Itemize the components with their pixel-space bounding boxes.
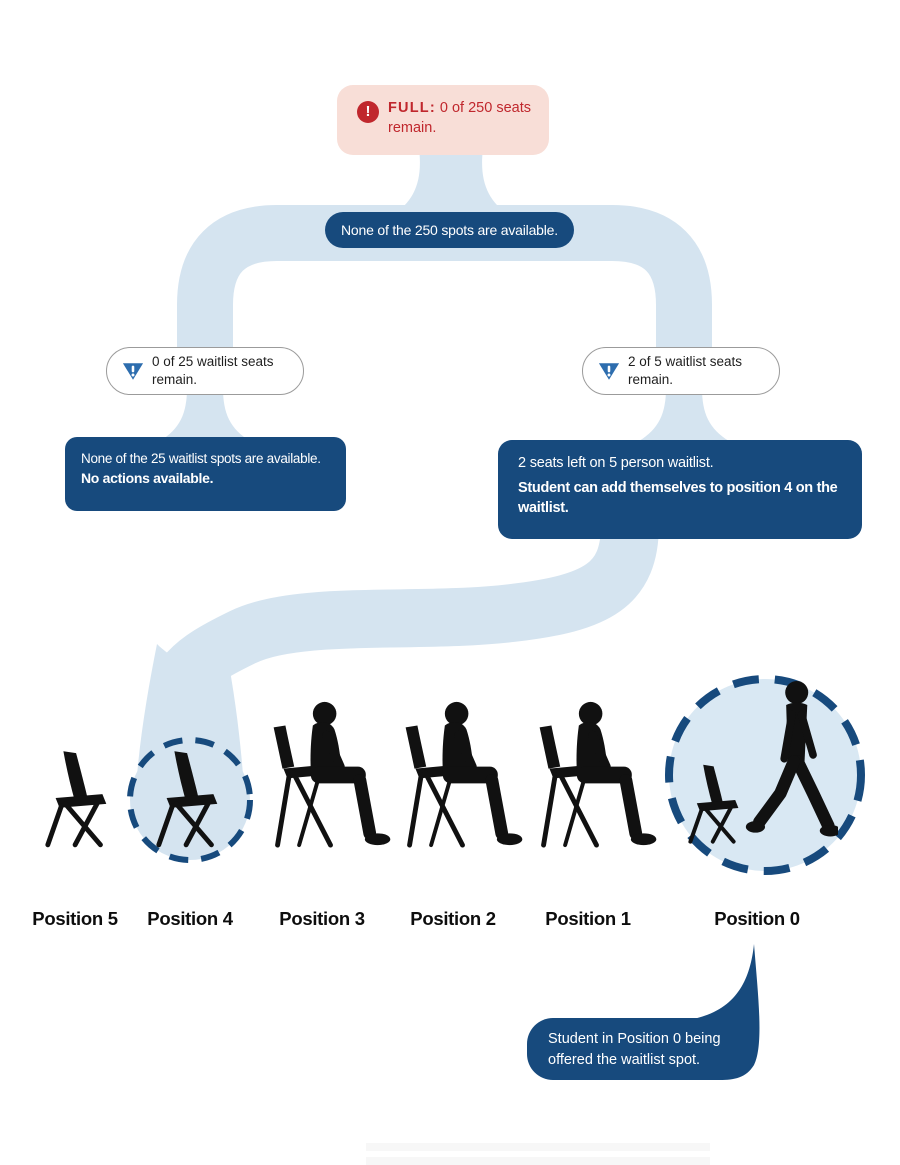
left-info-line1: None of the 25 waitlist spots are availa… — [81, 451, 321, 466]
alert-triangle-icon — [598, 362, 620, 380]
position-0-empty-chair — [684, 760, 748, 848]
position-2-seated-student — [400, 698, 526, 850]
position-5-label: Position 5 — [32, 908, 118, 929]
alert-triangle-icon — [122, 362, 144, 380]
walking-person-icon — [745, 680, 838, 837]
bottom-faint-bar-1 — [366, 1143, 710, 1151]
full-status-prefix: FULL: — [388, 100, 436, 116]
position-0-label: Position 0 — [714, 908, 800, 929]
right-waitlist-badge-text: 2 of 5 waitlist seats remain. — [628, 354, 743, 387]
empty-chair-icon — [156, 751, 218, 848]
bottom-faint-bar-2 — [366, 1157, 710, 1165]
seated-person-icon — [405, 701, 523, 848]
left-waitlist-badge: 0 of 25 waitlist seats remain. — [106, 347, 304, 395]
full-status-rest: 0 of 250 seats remain. — [388, 100, 531, 136]
callout-text: Student in Position 0 being offered the … — [548, 1031, 721, 1069]
seated-person-icon — [539, 701, 657, 848]
flow-stem-left — [160, 388, 250, 441]
position-3-label: Position 3 — [279, 908, 365, 929]
flow-arch — [177, 205, 712, 365]
callout-bubble — [527, 1018, 730, 1080]
position-3-seated-student — [268, 698, 394, 850]
left-info-box: None of the 25 waitlist spots are availa… — [65, 437, 346, 511]
flow-stem-right — [639, 388, 729, 441]
position-5-empty-chair — [40, 750, 118, 848]
position-0-highlight-dashed-circle — [665, 675, 865, 875]
empty-chair-icon — [688, 764, 739, 844]
no-spots-pill: None of the 250 spots are available. — [325, 212, 574, 248]
left-info-line2: No actions available. — [81, 470, 214, 486]
position-4-empty-chair — [151, 750, 229, 848]
full-status-badge: ! FULL: 0 of 250 seats remain. — [337, 85, 549, 155]
position-1-seated-student — [534, 698, 660, 850]
position-1-label: Position 1 — [545, 908, 631, 929]
seated-person-icon — [273, 701, 391, 848]
right-info-line1: 2 seats left on 5 person waitlist. — [518, 455, 714, 471]
empty-chair-icon — [45, 751, 107, 848]
position-4-label: Position 4 — [147, 908, 233, 929]
full-status-text: FULL: 0 of 250 seats remain. — [388, 98, 537, 138]
flow-s-curve — [162, 523, 659, 695]
right-info-line2: Student can add themselves to position 4… — [518, 480, 838, 516]
right-info-box: 2 seats left on 5 person waitlist. Stude… — [498, 440, 862, 539]
position-4-highlight-dashed-circle — [127, 737, 253, 863]
callout-tail — [688, 944, 760, 1080]
flow-stem-top — [392, 148, 510, 216]
position-2-label: Position 2 — [410, 908, 496, 929]
alert-circle-icon: ! — [357, 101, 379, 123]
right-waitlist-badge: 2 of 5 waitlist seats remain. — [582, 347, 780, 395]
position-0-walking-student — [742, 678, 838, 850]
left-waitlist-badge-text: 0 of 25 waitlist seats remain. — [152, 354, 274, 387]
